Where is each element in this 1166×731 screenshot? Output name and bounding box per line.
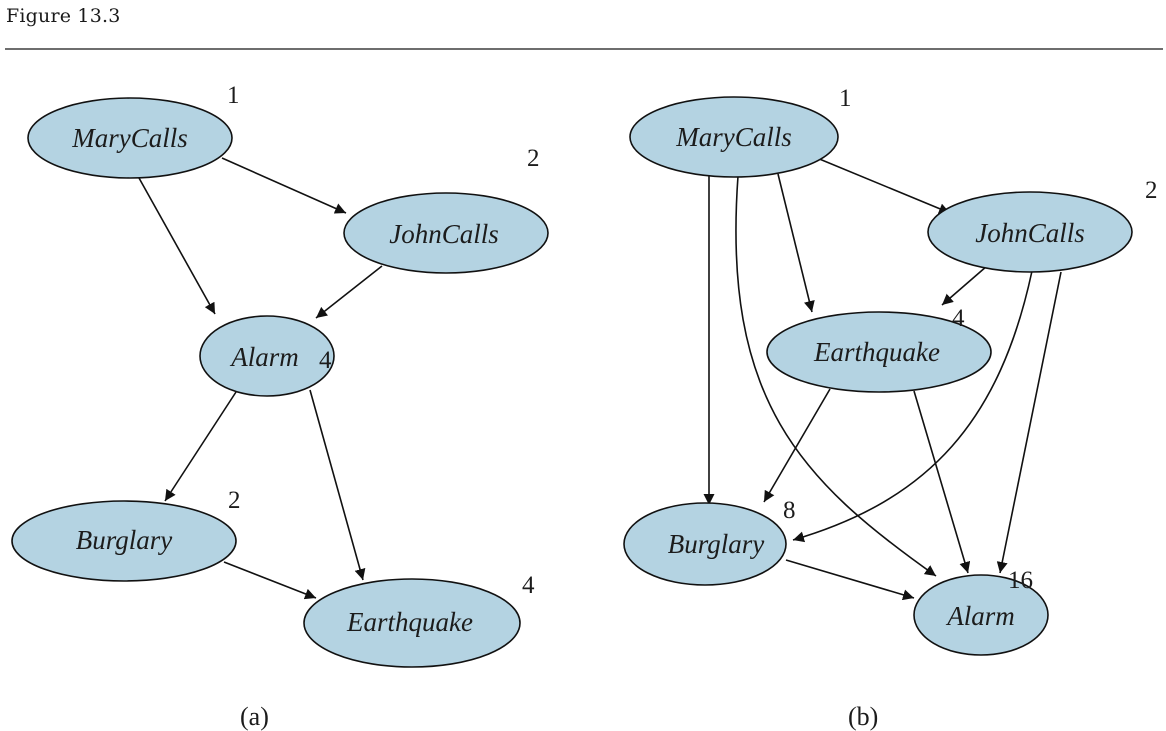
edge-b-johncalls-burglary	[792, 270, 1033, 543]
edge-a-alarm-earthquake	[309, 389, 366, 581]
node-cost: 1	[839, 85, 852, 112]
node-ellipse	[27, 97, 233, 179]
node-cost: 2	[228, 487, 241, 514]
node-b-burglary: Burglary 8	[623, 497, 796, 586]
node-cost: 16	[1008, 567, 1033, 594]
edge-b-johncalls-earthquake	[941, 265, 988, 306]
node-ellipse	[623, 502, 787, 586]
edge-b-johncalls-alarm	[996, 271, 1062, 574]
node-ellipse	[343, 192, 549, 274]
panel-b-edges	[703, 157, 1062, 601]
edge-a-alarm-burglary	[164, 391, 237, 502]
node-label: Earthquake	[813, 337, 940, 367]
figure-title: Figure 13.3	[6, 5, 121, 27]
edge-b-marycalls-johncalls	[816, 157, 951, 214]
node-label: MaryCalls	[675, 122, 792, 152]
panel-a: MaryCalls 1 JohnCalls 2 Alarm 4 Burglary…	[11, 82, 549, 731]
node-cost: 4	[319, 347, 332, 374]
edge-a-johncalls-alarm	[315, 265, 383, 319]
node-label: Alarm	[945, 601, 1015, 631]
node-cost: 1	[227, 82, 240, 109]
panel-a-caption: (a)	[240, 702, 269, 731]
node-cost: 8	[783, 497, 796, 524]
node-cost: 2	[527, 145, 540, 172]
node-label: JohnCalls	[975, 218, 1085, 248]
node-a-earthquake: Earthquake 4	[303, 572, 535, 668]
node-cost: 4	[952, 305, 965, 332]
node-b-johncalls: JohnCalls 2	[927, 177, 1158, 273]
edge-b-earthquake-alarm	[913, 390, 971, 574]
edge-b-marycalls-earthquake	[777, 173, 815, 313]
node-ellipse	[11, 500, 237, 582]
node-cost: 4	[522, 572, 535, 599]
node-label: Burglary	[76, 525, 173, 555]
node-ellipse	[766, 311, 992, 393]
node-label: Burglary	[668, 529, 765, 559]
panel-b: MaryCalls 1 JohnCalls 2 Earthquake 4 Bur…	[623, 85, 1158, 731]
panel-a-edges	[138, 157, 383, 600]
node-label: MaryCalls	[71, 123, 188, 153]
node-label: Earthquake	[346, 607, 473, 637]
edge-b-burglary-alarm	[785, 559, 915, 601]
panel-b-caption: (b)	[848, 702, 878, 731]
node-a-burglary: Burglary 2	[11, 487, 241, 582]
edge-a-burglary-earthquake	[223, 561, 317, 600]
node-ellipse	[927, 191, 1133, 273]
node-label: JohnCalls	[389, 219, 499, 249]
node-ellipse	[913, 574, 1049, 656]
node-b-earthquake: Earthquake 4	[766, 305, 992, 393]
node-ellipse	[629, 96, 839, 178]
node-a-johncalls: JohnCalls 2	[343, 145, 549, 274]
edge-a-marycalls-johncalls	[221, 157, 347, 214]
title-divider	[5, 48, 1163, 50]
node-b-marycalls: MaryCalls 1	[629, 85, 852, 178]
node-ellipse	[303, 578, 521, 668]
node-a-marycalls: MaryCalls 1	[27, 82, 240, 179]
edge-a-marycalls-alarm	[138, 177, 216, 315]
node-b-alarm: Alarm 16	[913, 567, 1049, 656]
node-a-alarm: Alarm 4	[199, 315, 335, 397]
node-ellipse	[199, 315, 335, 397]
node-cost: 2	[1145, 177, 1158, 204]
edge-b-earthquake-burglary	[763, 388, 831, 503]
edge-b-marycalls-alarm	[735, 175, 937, 577]
node-label: Alarm	[229, 342, 299, 372]
